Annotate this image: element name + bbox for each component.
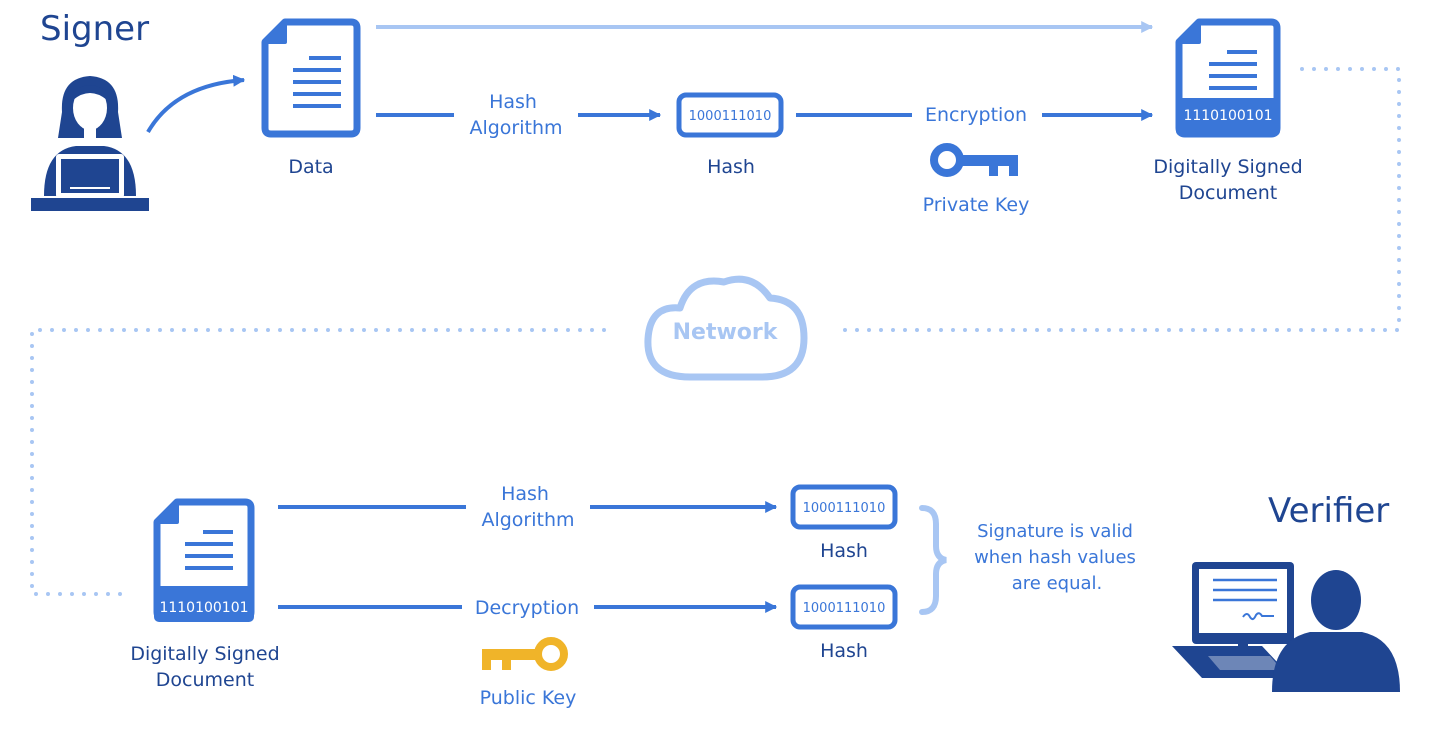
key-icon bbox=[930, 143, 1018, 177]
hash2-value: 1000111010 bbox=[803, 601, 886, 616]
comparison-brace bbox=[919, 505, 947, 615]
hash-algorithm-label-line2: Algorithm bbox=[469, 117, 562, 139]
hash1-label: Hash bbox=[820, 540, 868, 562]
verifier-hash-algorithm-label-line2: Algorithm bbox=[481, 509, 574, 531]
result-line2: when hash values bbox=[974, 547, 1136, 568]
document-icon bbox=[153, 498, 255, 622]
result-line1: Signature is valid bbox=[977, 521, 1133, 542]
private-key-label: Private Key bbox=[923, 194, 1030, 216]
hash-box bbox=[676, 92, 784, 138]
cloud-icon bbox=[644, 275, 808, 381]
verifier-signed-doc-label-line2: Document bbox=[156, 669, 254, 691]
signer-title: Signer bbox=[40, 9, 149, 49]
signed-doc-value: 1110100101 bbox=[1183, 108, 1272, 124]
hash1-box bbox=[790, 484, 898, 530]
key-icon bbox=[482, 637, 568, 671]
verifier-signed-doc-label-line1: Digitally Signed bbox=[130, 643, 279, 665]
verifier-signed-doc-value: 1110100101 bbox=[159, 600, 248, 616]
person-laptop-icon bbox=[31, 76, 149, 211]
signed-doc-label-line1: Digitally Signed bbox=[1153, 156, 1302, 178]
document-icon bbox=[261, 18, 361, 138]
person-computer-icon bbox=[1172, 562, 1400, 692]
hash-algorithm-label-line1: Hash bbox=[489, 91, 537, 113]
network-path bbox=[30, 67, 1401, 596]
signer-to-data-arrow bbox=[146, 74, 246, 133]
verifier-title: Verifier bbox=[1268, 491, 1389, 531]
public-key-label: Public Key bbox=[480, 687, 577, 709]
network-label: Network bbox=[673, 320, 779, 345]
hash-value: 1000111010 bbox=[689, 109, 772, 124]
signed-doc-label-line2: Document bbox=[1179, 182, 1277, 204]
decryption-label: Decryption bbox=[475, 597, 579, 619]
document-icon bbox=[1175, 18, 1281, 138]
result-line3: are equal. bbox=[1012, 573, 1103, 594]
verifier-hash-algorithm-label-line1: Hash bbox=[501, 483, 549, 505]
encryption-label: Encryption bbox=[925, 104, 1027, 126]
hash2-box bbox=[790, 584, 898, 630]
hash1-value: 1000111010 bbox=[803, 501, 886, 516]
hash-label: Hash bbox=[707, 156, 755, 178]
hash2-label: Hash bbox=[820, 640, 868, 662]
data-label: Data bbox=[288, 156, 333, 178]
